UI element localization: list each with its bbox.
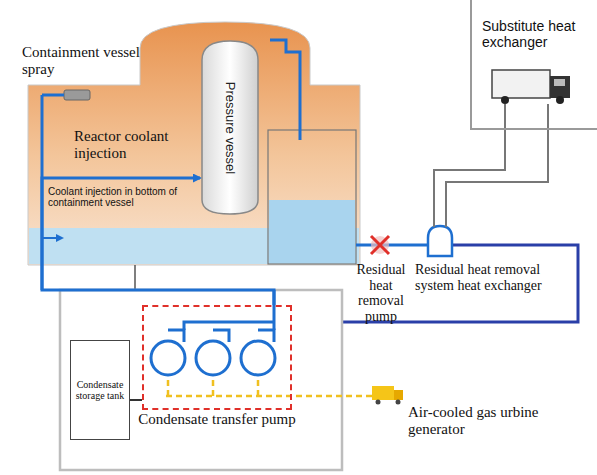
- pump-symbols: [151, 290, 275, 375]
- generator-cable: [166, 376, 372, 396]
- truck-body: [492, 70, 550, 98]
- node-label: Substitute heat exchanger: [482, 18, 591, 50]
- callout-label: Residual heat removal system heat exchan…: [415, 262, 567, 293]
- callout-label: Coolant injection in bottom of containme…: [48, 186, 198, 208]
- pump-building: [60, 290, 342, 470]
- tank-pipe: [130, 399, 142, 401]
- generator-truck: [372, 386, 394, 400]
- truck-wheel: [556, 96, 564, 104]
- callout-label: Residual heat removal pump: [345, 262, 417, 325]
- pressure-vessel: Pressure vessel: [200, 40, 260, 215]
- substitute-hx-region: Substitute heat exchanger: [470, 0, 597, 130]
- truck-cab: [550, 76, 570, 98]
- truck-window: [554, 79, 565, 86]
- bottom-injection-pipe: [42, 237, 62, 239]
- callout-label: Air-cooled gas urbine generator: [408, 404, 558, 438]
- inner-pool-wall: [268, 130, 356, 264]
- callout-label: Reactor coolant injection: [74, 128, 196, 162]
- substitute-hx-line: [446, 104, 548, 227]
- heat-exchanger-symbol: [428, 226, 452, 256]
- generator-truck-cab: [394, 390, 403, 400]
- generator-wheel: [396, 400, 401, 405]
- truck-wheel: [501, 96, 509, 104]
- spray-nozzle: [64, 90, 90, 100]
- generator-wheel: [376, 400, 381, 405]
- node-label: Condensate transfer pump: [134, 411, 300, 428]
- rhr-pump-symbol: [371, 236, 389, 254]
- inner-pool-water: [269, 200, 355, 263]
- node-label: Pressure vessel: [223, 81, 238, 173]
- vessel-return-pipe: [270, 40, 300, 140]
- failure-cross: [371, 236, 389, 254]
- pump-group-box: Condensate transfer pump: [142, 305, 292, 410]
- rhr-pipe: [356, 244, 428, 247]
- node-label: Condensate storage tank: [74, 379, 126, 401]
- spray-pipe: [42, 94, 64, 97]
- storage-tank-box: Condensate storage tank: [70, 340, 130, 440]
- callout-label: Containment vessel spray: [22, 44, 172, 78]
